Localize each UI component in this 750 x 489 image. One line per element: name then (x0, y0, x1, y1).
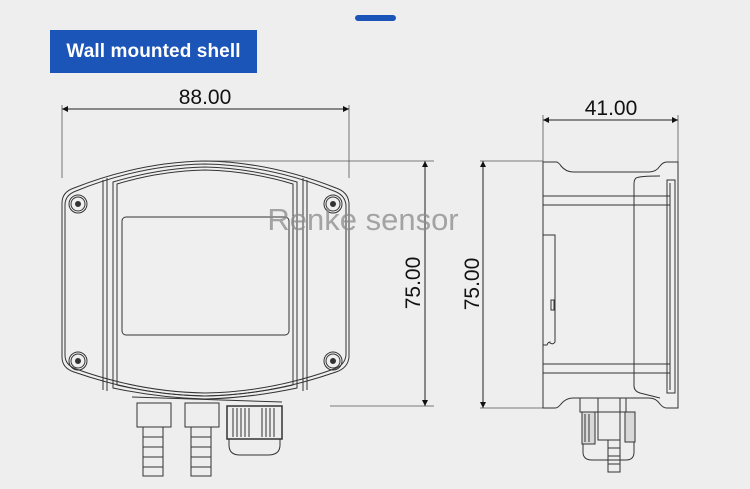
enclosure-outline (61, 160, 350, 397)
hose-barb-right (184, 402, 220, 477)
top-accent-bar (355, 15, 396, 21)
front-panel-edge (666, 179, 676, 394)
screw-top-left (68, 194, 88, 214)
front-height-dimension: 75.00 (200, 160, 434, 407)
front-view: 88.00 75.00 (61, 86, 434, 477)
depth-dimension-label: 41.00 (585, 97, 638, 120)
side-height-dimension-label: 75.00 (461, 258, 484, 311)
side-view: 41.00 75.00 (461, 97, 679, 473)
screw-top-right (323, 194, 343, 214)
screw-bottom-right (323, 351, 343, 371)
depth-dimension: 41.00 (542, 97, 679, 162)
screw-bottom-left (68, 351, 88, 371)
display-window (121, 216, 290, 336)
width-dimension: 88.00 (61, 86, 350, 178)
watermark: Renke sensor (267, 202, 458, 237)
width-dimension-label: 88.00 (179, 86, 232, 109)
front-height-dimension-label: 75.00 (402, 257, 425, 310)
cable-gland (226, 405, 283, 456)
side-height-dimension: 75.00 (461, 160, 543, 409)
enclosure-lid (112, 166, 298, 400)
title-badge: Wall mounted shell (50, 30, 257, 73)
side-fittings (579, 397, 636, 473)
hose-barb-left (136, 402, 172, 477)
side-body-outline (542, 161, 679, 409)
page-title: Wall mounted shell (66, 40, 241, 62)
